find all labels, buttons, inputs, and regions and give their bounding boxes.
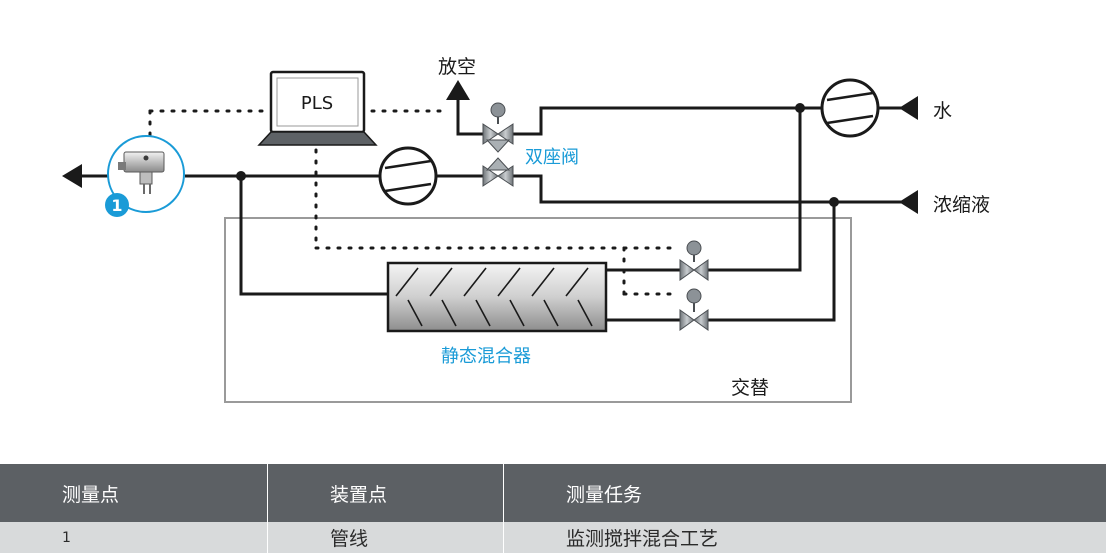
main-line-pump bbox=[378, 146, 438, 206]
outlet-arrow-icon bbox=[62, 164, 82, 188]
mixer-blade bbox=[407, 299, 423, 327]
concentrate-branch-valve bbox=[679, 288, 709, 331]
mixer-blade bbox=[497, 267, 521, 297]
water-inlet-arrow-icon bbox=[899, 96, 918, 120]
cell-measuring-point: 1 bbox=[0, 522, 268, 553]
mixer-blade bbox=[577, 299, 593, 327]
mixer-blade bbox=[543, 299, 559, 327]
mixer-blade bbox=[565, 267, 589, 297]
header-measuring-point: 测量点 bbox=[0, 464, 268, 522]
header-measuring-task: 测量任务 bbox=[503, 464, 1106, 522]
water-branch-valve bbox=[679, 240, 709, 281]
mixer-blade bbox=[509, 299, 525, 327]
water-label: 水 bbox=[933, 100, 952, 122]
static-mixer bbox=[386, 261, 608, 333]
table-row: 1 管线 监测搅拌混合工艺 bbox=[0, 522, 1106, 553]
mixer-blade bbox=[463, 267, 487, 297]
cell-measuring-task: 监测搅拌混合工艺 bbox=[503, 522, 1106, 553]
header-installation-point: 装置点 bbox=[267, 464, 504, 522]
sensor-device bbox=[107, 135, 185, 213]
table-header-row: 测量点 装置点 测量任务 bbox=[0, 464, 1106, 522]
mixer-blade bbox=[531, 267, 555, 297]
double-seat-valve bbox=[482, 102, 514, 187]
junction-dots bbox=[236, 103, 839, 207]
alternate-frame bbox=[224, 217, 852, 403]
vent-label: 放空 bbox=[438, 56, 476, 78]
water-pump bbox=[820, 78, 880, 138]
cell-installation-point: 管线 bbox=[267, 522, 504, 553]
mixer-blade bbox=[395, 267, 419, 297]
mixer-blade bbox=[441, 299, 457, 327]
vent-arrow-icon bbox=[446, 80, 470, 100]
process-diagram: PLS bbox=[62, 56, 990, 403]
pipes bbox=[78, 98, 903, 322]
double-seat-valve-label: 双座阀 bbox=[525, 147, 579, 168]
concentrate-inlet-arrow-icon bbox=[899, 190, 918, 214]
measuring-point-badge-number: 1 bbox=[111, 196, 122, 215]
static-mixer-label: 静态混合器 bbox=[441, 346, 531, 367]
measuring-point-table: 测量点 装置点 测量任务 1 管线 监测搅拌混合工艺 bbox=[0, 464, 1106, 553]
plc-label: PLS bbox=[301, 93, 333, 114]
measuring-point-badge: 1 bbox=[105, 193, 129, 217]
plc-laptop: PLS bbox=[257, 70, 378, 146]
concentrate-label: 浓缩液 bbox=[933, 194, 990, 216]
mixer-blade bbox=[429, 267, 453, 297]
alternate-label: 交替 bbox=[731, 377, 769, 399]
mixer-blade bbox=[475, 299, 491, 327]
